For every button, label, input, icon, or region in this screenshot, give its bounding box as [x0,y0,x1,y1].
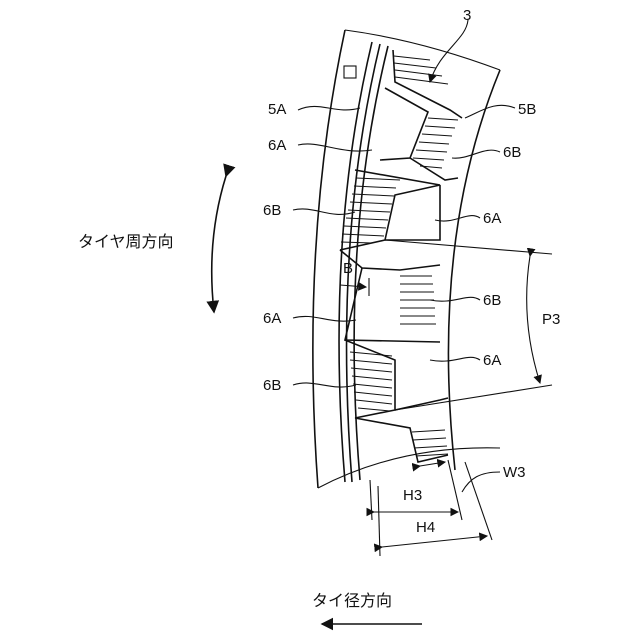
p3-extension-bottom [395,385,552,410]
label-6B-2: 6B [263,202,281,219]
p3-extension-top [385,240,552,254]
leader-5B [465,105,515,118]
leader-5A [298,106,360,110]
h4-extension-right [465,462,492,540]
label-6A-1: 6A [268,137,286,154]
block-6A-upper [380,88,428,160]
height-dimensions [370,460,492,556]
block-6A-lower-edge [340,250,440,270]
label-6A-3: 6A [263,310,281,327]
b-arrow [340,285,366,287]
label-6A-4: 6A [483,352,501,369]
block-6B-upper-edge [410,158,458,180]
hatch-top [394,56,448,84]
label-6B-3: 6B [483,292,501,309]
label-P3: P3 [542,311,560,328]
leader-lines [293,20,515,492]
circumferential-direction-arrow [212,176,226,312]
label-6B-1: 6B [503,144,521,161]
label-6B-4: 6B [263,377,281,394]
inner-boundary-line [448,70,500,470]
label-circumferential-direction: タイヤ周方向 [78,232,174,251]
tread-outline [313,30,500,488]
label-5A: 5A [268,101,286,118]
block-6B-lower [345,340,395,418]
leader-6A-4 [430,357,480,361]
leader-6B-3 [430,297,480,301]
label-B: B [343,260,353,277]
block-bottom-step [355,418,448,462]
h4-extension-left [378,486,380,556]
leader-6B-1 [452,150,500,158]
hatched-grooves [341,56,458,456]
top-cut-line [345,30,500,70]
label-H3: H3 [403,487,422,504]
label-6A-2: 6A [483,210,501,227]
leader-6A-2 [435,216,480,221]
label-radial-direction: タイ径方向 [312,591,392,610]
label-3: 3 [463,7,471,24]
h4-dimension-arrow [382,536,487,547]
p3-dimension [385,240,552,410]
block-6A-mid [385,185,440,240]
block-6A-lower [345,268,440,342]
corner-mark [344,66,356,78]
h3-extension-left [370,480,372,520]
label-W3: W3 [503,464,526,481]
label-H4: H4 [416,519,435,536]
leader-3 [430,20,468,82]
hatch-upper-right [413,118,458,168]
label-5B: 5B [518,101,536,118]
p3-dimension-arrow [527,256,540,383]
leader-W3 [462,472,500,492]
hatch-lower-left [350,352,392,411]
w3-dimension-arrow [420,462,445,466]
